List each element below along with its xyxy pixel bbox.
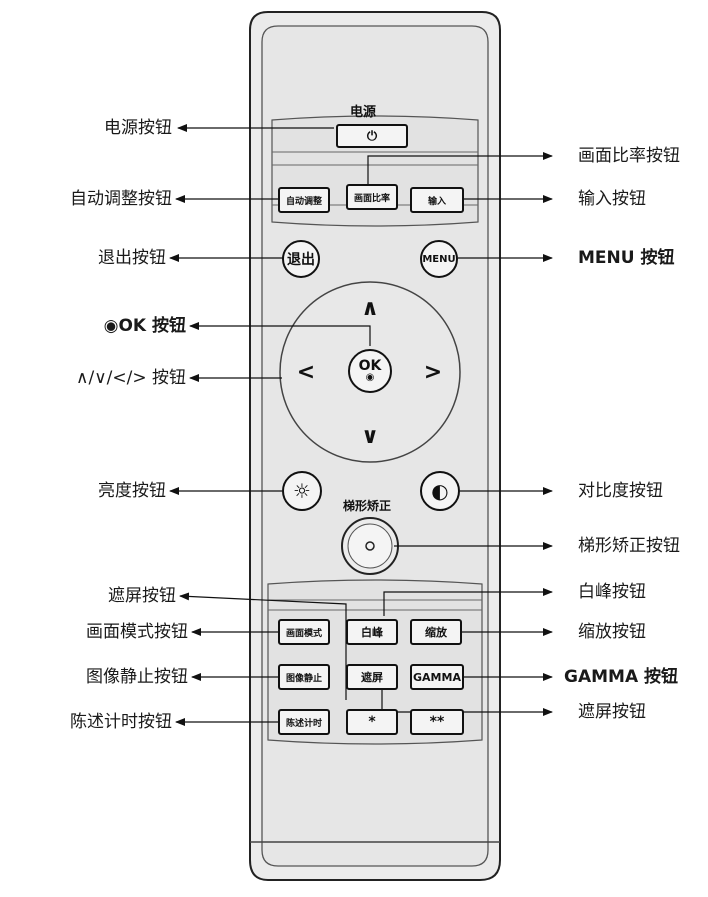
callout-picture-mode: 画面模式按钮 bbox=[86, 622, 188, 642]
brightness-button[interactable]: ☼ bbox=[282, 471, 322, 511]
callout-gamma: GAMMA 按钮 bbox=[564, 667, 679, 687]
ok-button-label: OK bbox=[358, 358, 382, 374]
callout-freeze: 图像静止按钮 bbox=[86, 667, 188, 687]
callout-zoom: 缩放按钮 bbox=[578, 622, 646, 642]
callout-blank-right: 遮屏按钮 bbox=[578, 702, 646, 722]
freeze-button[interactable]: 图像静止 bbox=[278, 664, 330, 690]
menu-button[interactable]: MENU bbox=[420, 240, 458, 278]
callout-input: 输入按钮 bbox=[578, 189, 646, 209]
callout-keystone: 梯形矫正按钮 bbox=[578, 536, 680, 556]
keystone-caption: 梯形矫正 bbox=[343, 499, 392, 513]
callout-ok: ◉OK 按钮 bbox=[103, 316, 186, 336]
blank-button[interactable]: 遮屏 bbox=[346, 664, 398, 690]
gamma-button[interactable]: GAMMA bbox=[410, 664, 464, 690]
presentation-timer-button[interactable]: 陈述计时 bbox=[278, 709, 330, 735]
sun-icon: ☼ bbox=[293, 479, 311, 503]
picture-mode-button[interactable]: 画面模式 bbox=[278, 619, 330, 645]
left-button[interactable]: < bbox=[296, 360, 316, 385]
power-caption: 电源 bbox=[350, 105, 377, 120]
callout-auto-adjust: 自动调整按钮 bbox=[70, 189, 172, 209]
white-peak-button[interactable]: 白峰 bbox=[346, 619, 398, 645]
down-button[interactable]: ∨ bbox=[361, 424, 379, 449]
star-button[interactable]: * bbox=[346, 709, 398, 735]
up-button[interactable]: ∧ bbox=[361, 296, 379, 321]
zoom-button[interactable]: 缩放 bbox=[410, 619, 462, 645]
callout-white-peak: 白峰按钮 bbox=[578, 582, 646, 602]
callout-menu: MENU 按钮 bbox=[578, 248, 675, 268]
power-button[interactable]: ⏻ bbox=[336, 124, 408, 148]
ok-dot-icon: ◉ bbox=[365, 372, 375, 383]
ok-button[interactable]: OK ◉ bbox=[348, 349, 392, 393]
callout-blank-left: 遮屏按钮 bbox=[108, 586, 176, 606]
callout-arrows: ∧/∨/</> 按钮 bbox=[76, 368, 186, 388]
keystone-button[interactable] bbox=[342, 518, 398, 574]
callout-aspect-ratio: 画面比率按钮 bbox=[578, 146, 680, 166]
right-button[interactable]: > bbox=[423, 360, 443, 385]
aspect-ratio-button[interactable]: 画面比率 bbox=[346, 184, 398, 210]
callout-brightness: 亮度按钮 bbox=[98, 481, 166, 501]
exit-button[interactable]: 退出 bbox=[282, 240, 320, 278]
input-button[interactable]: 输入 bbox=[410, 187, 464, 213]
auto-adjust-button[interactable]: 自动调整 bbox=[278, 187, 330, 213]
callout-contrast: 对比度按钮 bbox=[578, 481, 663, 501]
callout-power: 电源按钮 bbox=[104, 118, 172, 138]
callout-presentation-timer: 陈述计时按钮 bbox=[70, 712, 172, 732]
double-star-button[interactable]: ** bbox=[410, 709, 464, 735]
contrast-button[interactable]: ◐ bbox=[420, 471, 460, 511]
contrast-icon: ◐ bbox=[431, 479, 449, 503]
callout-exit: 退出按钮 bbox=[98, 248, 166, 268]
